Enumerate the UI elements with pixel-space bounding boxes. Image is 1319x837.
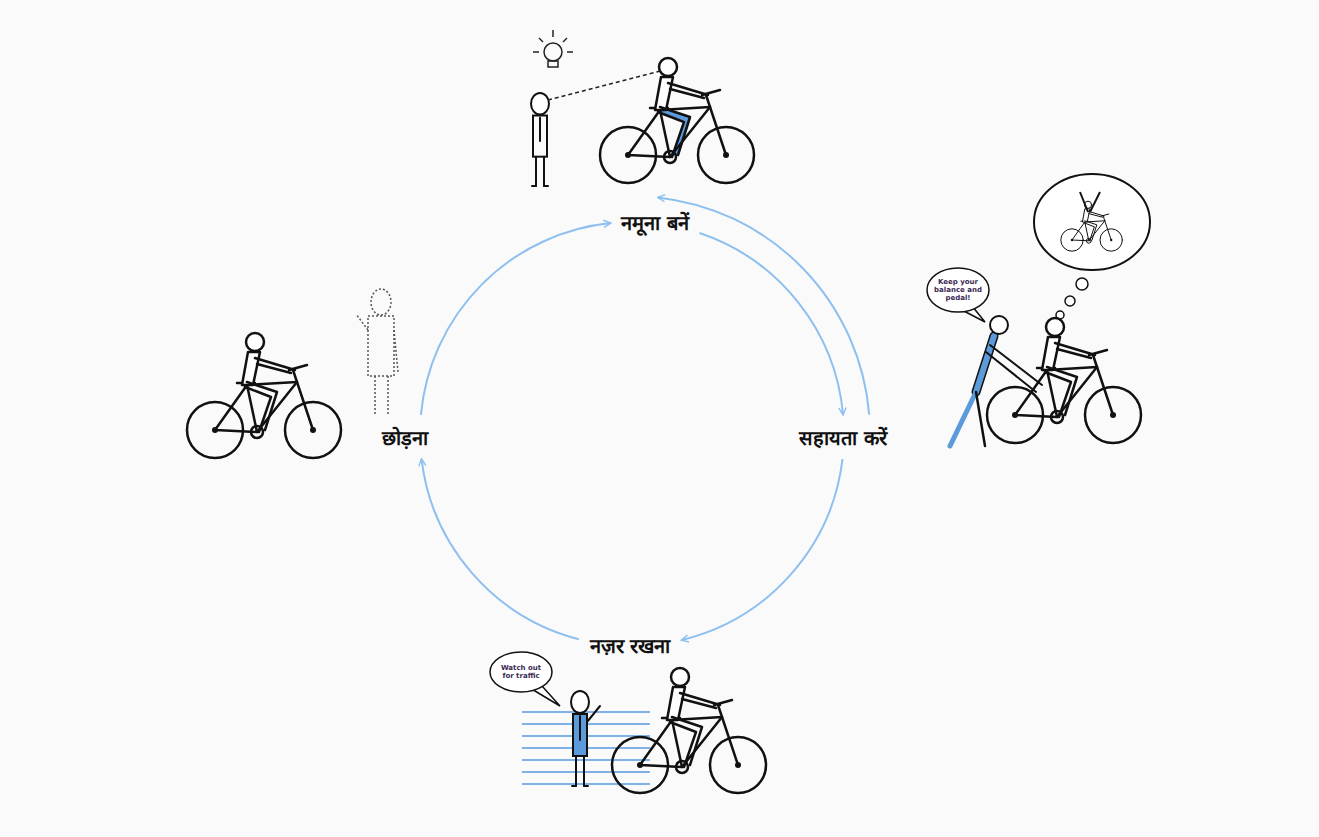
raised-arm — [1090, 192, 1100, 212]
cycle-arrow — [700, 233, 844, 415]
watcher-figure — [571, 691, 589, 786]
lightbulb — [533, 30, 573, 67]
bulb-ray — [552, 30, 554, 37]
thought-dot — [1065, 296, 1075, 306]
watch-scene — [490, 652, 766, 793]
fading-arm — [356, 314, 368, 330]
bike-rider — [612, 668, 766, 793]
motion-line — [522, 759, 650, 761]
motion-line — [522, 783, 650, 785]
thought-bubble — [1034, 174, 1150, 270]
bulb-ray — [539, 38, 543, 42]
bulb-ray — [533, 51, 539, 53]
fading-arm — [394, 330, 398, 372]
stage-label-node: छोड़ना — [378, 422, 432, 453]
fading-figure — [356, 289, 398, 414]
helper-torso — [976, 336, 994, 392]
bike-rider — [600, 58, 754, 183]
helper-leg — [950, 392, 976, 446]
speech-bubble — [490, 652, 552, 692]
bulb-base — [548, 61, 558, 67]
helper-arm — [990, 345, 1042, 385]
fading-leg — [387, 376, 389, 414]
motion-line — [522, 771, 650, 773]
watcher-arm — [587, 706, 600, 722]
stage-label-node: नज़र रखना — [586, 630, 675, 661]
release-scene — [187, 289, 398, 458]
bike-rider — [987, 318, 1141, 443]
fading-head — [371, 289, 391, 315]
helper-leg — [976, 392, 985, 446]
fading-leg — [374, 376, 376, 414]
cycle-arrow — [681, 459, 842, 640]
bike-rider — [187, 333, 341, 458]
stage-title: छोड़ना — [382, 424, 428, 451]
helper-figure — [950, 316, 1042, 446]
bulb-ray — [563, 38, 567, 42]
speech-text: Keep your balance and pedal! — [933, 278, 983, 302]
stage-title: नमूना बनें — [621, 209, 689, 236]
fading-body — [368, 316, 394, 376]
cycle-arrow — [421, 223, 611, 415]
speech-bubble — [927, 268, 989, 312]
helper-torso-outline — [976, 336, 994, 392]
stage-title: नज़र रखना — [590, 632, 671, 659]
stage-title: सहायता करें — [799, 424, 887, 451]
cycle-arrow — [658, 197, 870, 414]
stage-label-node: सहायता करें — [795, 422, 891, 453]
stage-label-node: नमूना बनें — [617, 207, 693, 238]
sight-line — [548, 70, 664, 100]
speech-text: Watch out for traffic — [497, 664, 545, 680]
model-scene — [531, 30, 754, 186]
thought-dot — [1076, 278, 1088, 290]
raised-arm — [1080, 192, 1088, 212]
observer-figure — [531, 93, 549, 186]
helper-arm — [986, 352, 1036, 392]
assist-scene — [927, 174, 1150, 446]
bulb-ray — [567, 51, 573, 53]
cycle-arrow — [422, 459, 579, 639]
bulb-glass — [544, 43, 562, 61]
helper-head — [990, 316, 1008, 334]
